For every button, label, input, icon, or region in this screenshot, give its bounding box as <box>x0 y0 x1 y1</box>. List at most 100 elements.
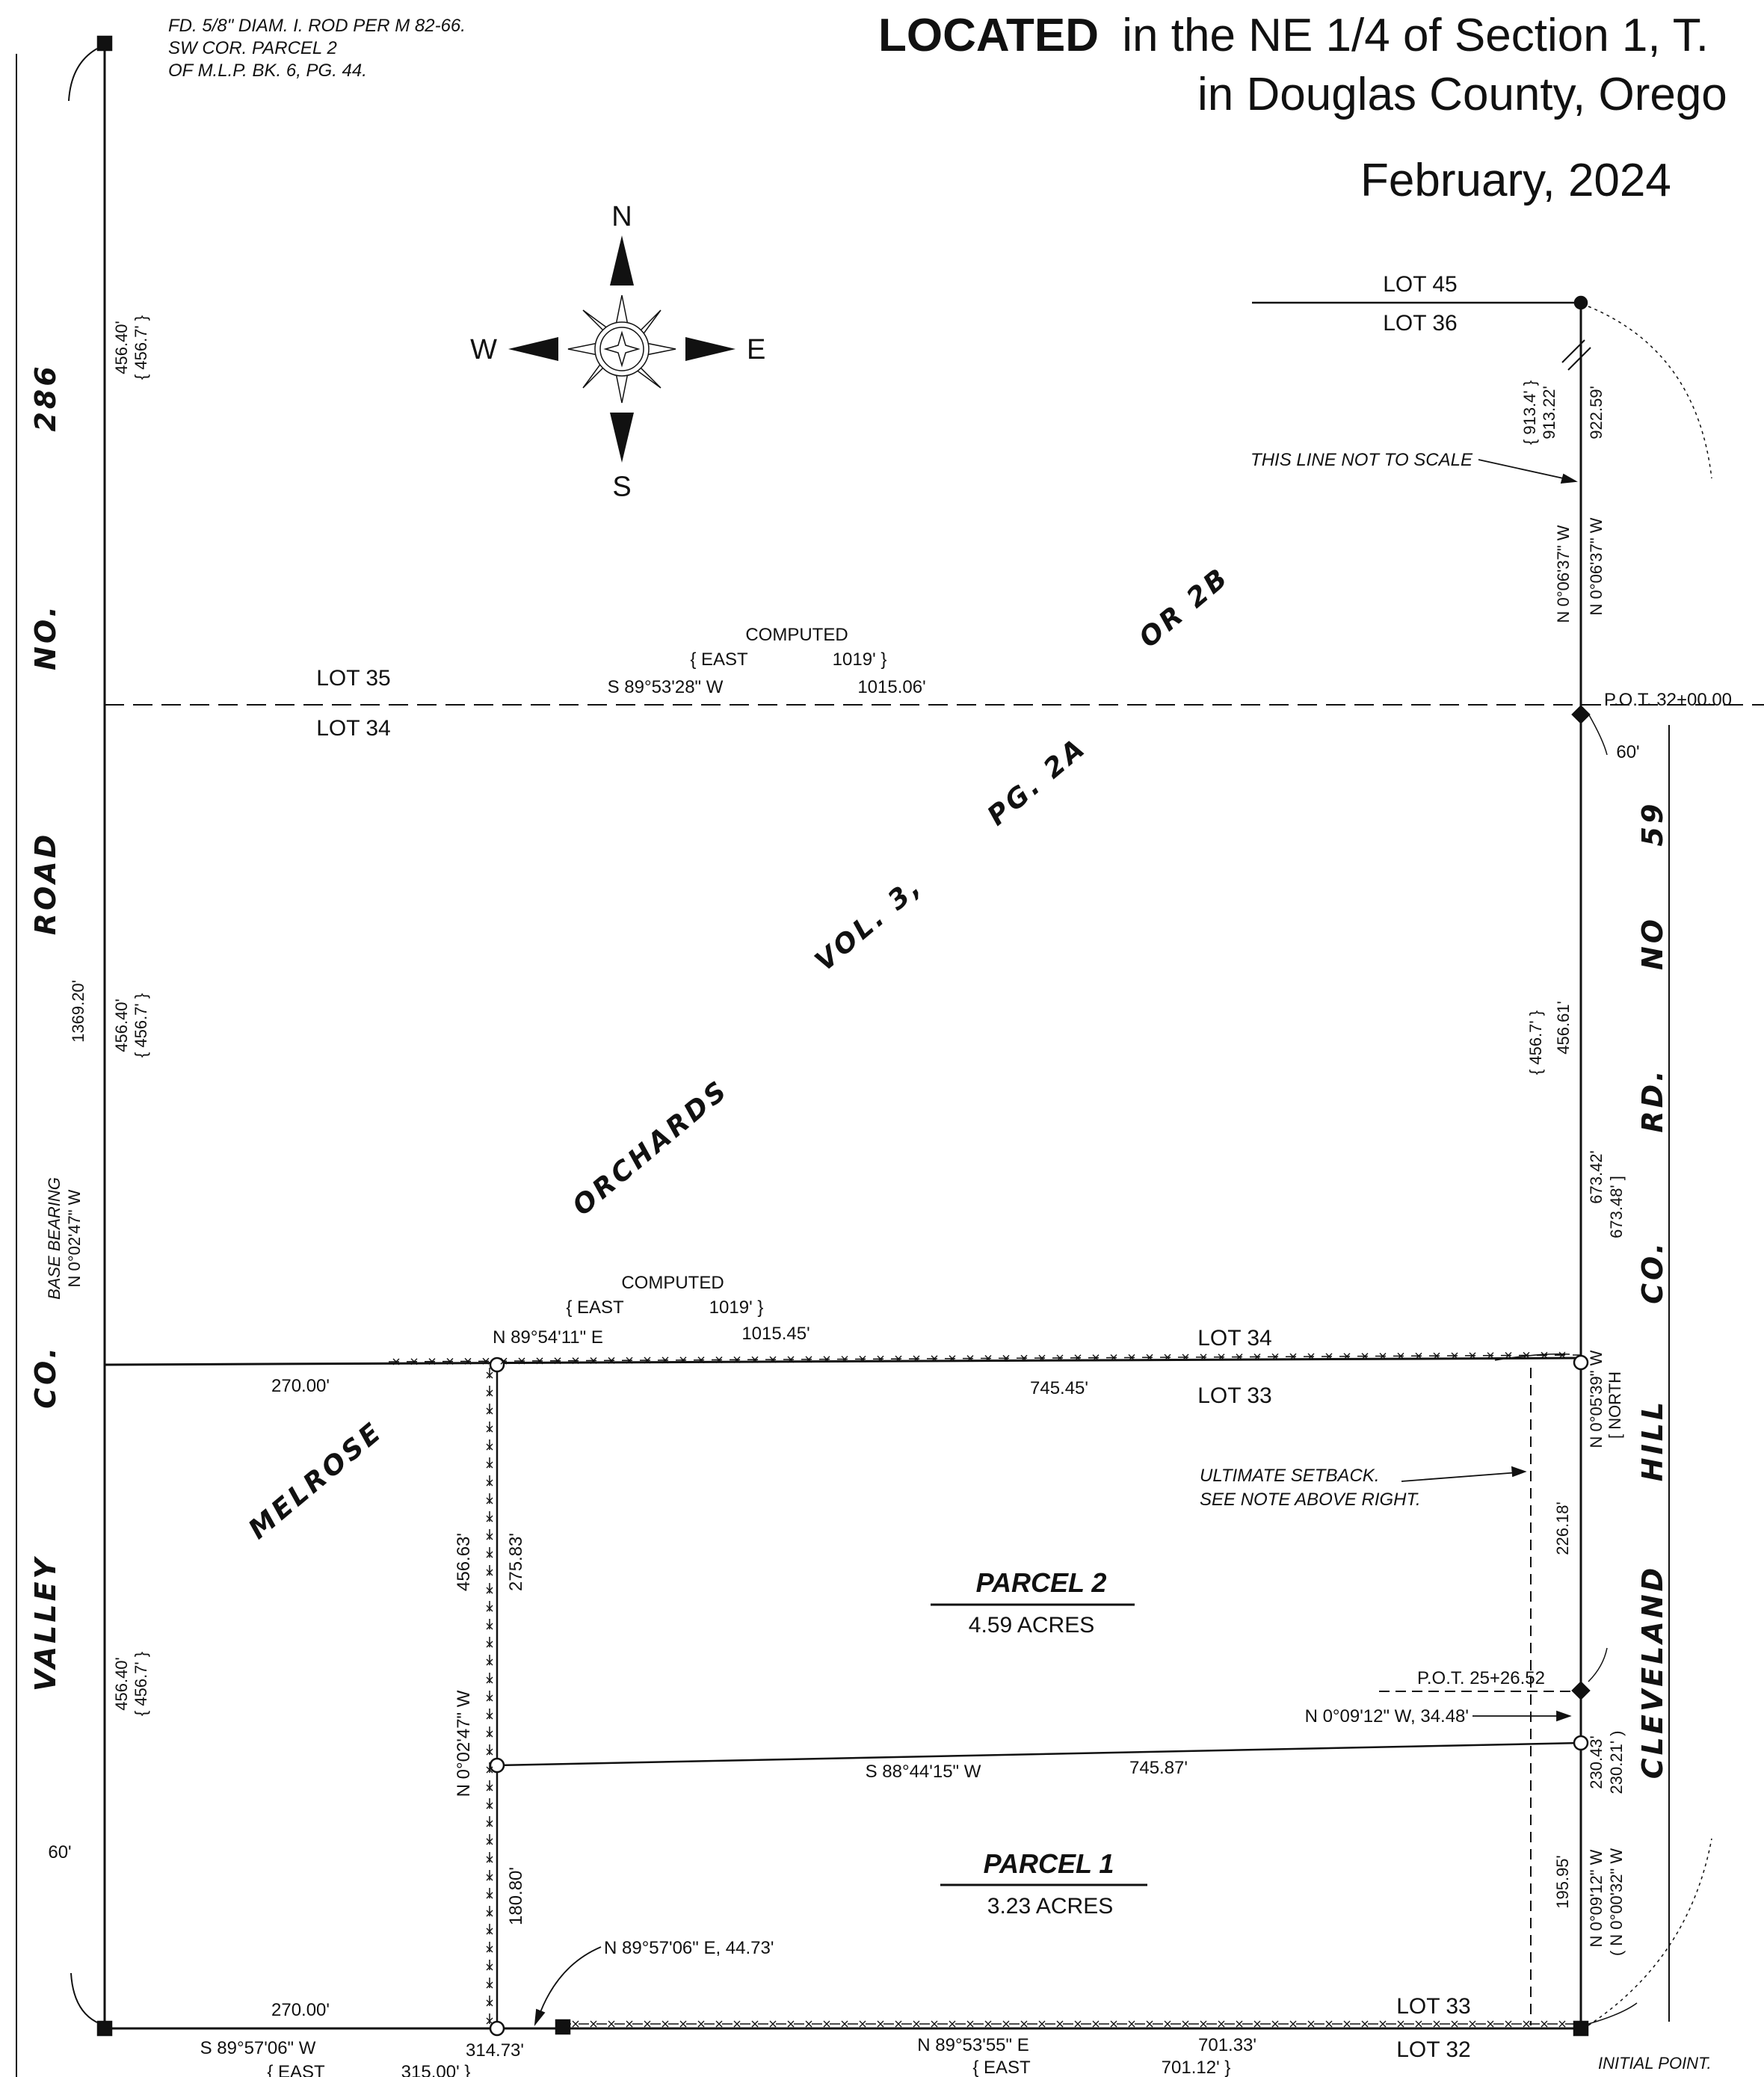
road-label-hill: HILL <box>1636 1399 1669 1481</box>
nw-corner-arc <box>68 48 98 102</box>
fence-x-mark <box>486 1461 493 1469</box>
road-label-cleveland: CLEVELAND <box>1636 1565 1669 1779</box>
fence-x-mark <box>966 2020 974 2028</box>
se-monument <box>1573 2020 1589 2037</box>
fence-x-mark <box>1056 2020 1064 2028</box>
fence-x-mark <box>486 1892 493 1899</box>
fence-x-mark <box>679 2020 687 2028</box>
fence-x-mark <box>1487 1352 1494 1360</box>
lot-34-upper: LOT 34 <box>316 716 391 741</box>
fence-x-mark <box>486 1910 493 1917</box>
fence-x-mark <box>1505 2020 1512 2028</box>
fence-x-mark <box>486 1784 493 1791</box>
dim-bot-70133: 701.33' <box>1198 2035 1256 2055</box>
south-monument <box>555 2019 571 2035</box>
fence-x-mark <box>859 2020 866 2028</box>
fence-x-mark <box>966 1355 974 1362</box>
fence-x-mark <box>715 1357 723 1364</box>
fence-x-mark <box>769 1356 777 1363</box>
fence-x-mark <box>486 1605 493 1612</box>
compass-e-label: E <box>747 334 765 365</box>
fence-x-mark <box>1343 1353 1351 1360</box>
fence-x-mark <box>500 1357 508 1365</box>
fence-x-mark <box>486 1838 493 1845</box>
fence-x-mark <box>486 1856 493 1863</box>
dim-east-north: [ NORTH <box>1606 1371 1624 1439</box>
fence-x-mark <box>1271 1353 1279 1360</box>
fence-x-mark <box>486 1479 493 1487</box>
west-dimensions: 456.40' { 456.7' } 1369.20' 456.40' { 45… <box>48 315 150 1862</box>
fence-x-mark <box>486 1694 493 1702</box>
pot3200-diamond <box>1571 705 1591 724</box>
fence-x-mark <box>1379 1353 1387 1360</box>
dim-west-45640-mid: 456.40' <box>112 999 131 1052</box>
road-label-no-east: NO <box>1636 916 1669 970</box>
fence-x-mark <box>626 2020 633 2028</box>
mid-line-dimensions: COMPUTED { EAST 1019' } N 89°54'11" E 10… <box>271 1273 1088 1398</box>
fence-x-mark <box>1487 2020 1494 2028</box>
fence-x-mark <box>486 1533 493 1540</box>
note-base-bearing: BASE BEARING <box>45 1177 64 1300</box>
lot-33-lower: LOT 33 <box>1396 1994 1471 2019</box>
fence-x-mark <box>1218 1354 1225 1361</box>
initial-point-arc <box>1588 2002 1638 2025</box>
fence-x-mark <box>1379 2020 1387 2028</box>
fence-x-mark <box>805 1356 812 1363</box>
fence-x-mark <box>1451 2020 1458 2028</box>
dim-east-23021: 230.21' ) <box>1607 1731 1626 1794</box>
dim-bot-bearing-e: N 89°53'55" E <box>917 2035 1029 2055</box>
dim-east-60: 60' <box>1616 742 1639 762</box>
fence-x-mark <box>1523 2020 1530 2028</box>
fence-x-mark <box>1253 2020 1261 2028</box>
note-setback-1: ULTIMATE SETBACK. <box>1200 1466 1379 1486</box>
fence-x-mark <box>984 1354 992 1362</box>
fence-x-mark <box>823 1356 830 1363</box>
fence-x-mark <box>1325 1353 1333 1360</box>
fence-x-mark <box>464 1357 472 1365</box>
fence-x-mark <box>1289 2020 1297 2028</box>
callout4473-arrow <box>537 1946 602 2019</box>
dim-bot-31500: 315.00' } <box>401 2062 471 2077</box>
fence-x-mark <box>486 1730 493 1738</box>
fence-x-mark <box>1074 1354 1082 1362</box>
fence-x-mark <box>841 1356 848 1363</box>
dim-west-4567-low: { 456.7' } <box>132 1652 150 1716</box>
parcel-1-label: PARCEL 1 3.23 ACRES <box>940 1848 1147 1919</box>
fence-x-mark <box>1469 1352 1476 1360</box>
fence-x-mark <box>410 1358 418 1365</box>
fence-x-mark <box>931 1355 938 1362</box>
fence-x-mark <box>662 2020 669 2028</box>
fence-x-mark <box>1038 2020 1046 2028</box>
fence-x-mark <box>823 2020 830 2028</box>
fence-x-mark <box>572 2020 579 2028</box>
callout-arrows <box>534 459 1578 2026</box>
subdivision-orchards: ORCHARDS <box>567 1074 735 1221</box>
fence-x-mark <box>1343 2020 1351 2028</box>
fence-x-mark <box>486 1443 493 1451</box>
dim-mid-27000: 270.00' <box>271 1376 330 1396</box>
dim-east-67342: 673.42' <box>1587 1150 1606 1204</box>
fence-x-mark <box>486 1802 493 1809</box>
subdivision-or2b: OR 2B <box>1134 561 1236 654</box>
fence-x-mark <box>1110 2020 1117 2028</box>
note-pot-2526: P.O.T. 25+26.52 <box>1417 1668 1545 1688</box>
not-to-scale-arrowhead <box>1560 473 1578 484</box>
fence-x-mark <box>482 1357 490 1365</box>
dim-east-92259: 922.59' <box>1587 386 1606 439</box>
division-line <box>496 1741 1582 1767</box>
header-county-line: in Douglas County, Orego <box>1197 69 1727 120</box>
note-setback-2: SEE NOTE ABOVE RIGHT. <box>1200 1490 1421 1510</box>
subdivision-pg2a: PG. 2A <box>982 732 1093 832</box>
dim-bot-70112: 701.12' } <box>1162 2058 1231 2077</box>
fence-x-mark <box>733 1356 741 1363</box>
fence-x-mark <box>608 1357 615 1364</box>
road-label-59: 59 <box>1636 801 1669 847</box>
dim-pline-45663: 456.63' <box>454 1533 474 1591</box>
fence-x-mark <box>1200 1354 1207 1361</box>
west-road-labels: 286 NO. ROAD CO. VALLEY <box>29 363 62 1691</box>
pot2526-arc <box>1588 1647 1608 1682</box>
fence-x-marks <box>392 1351 1566 2028</box>
parcel-2-label: PARCEL 2 4.59 ACRES <box>931 1567 1135 1638</box>
fence-x-mark <box>913 2020 920 2028</box>
fence-x-mark <box>895 1355 902 1362</box>
